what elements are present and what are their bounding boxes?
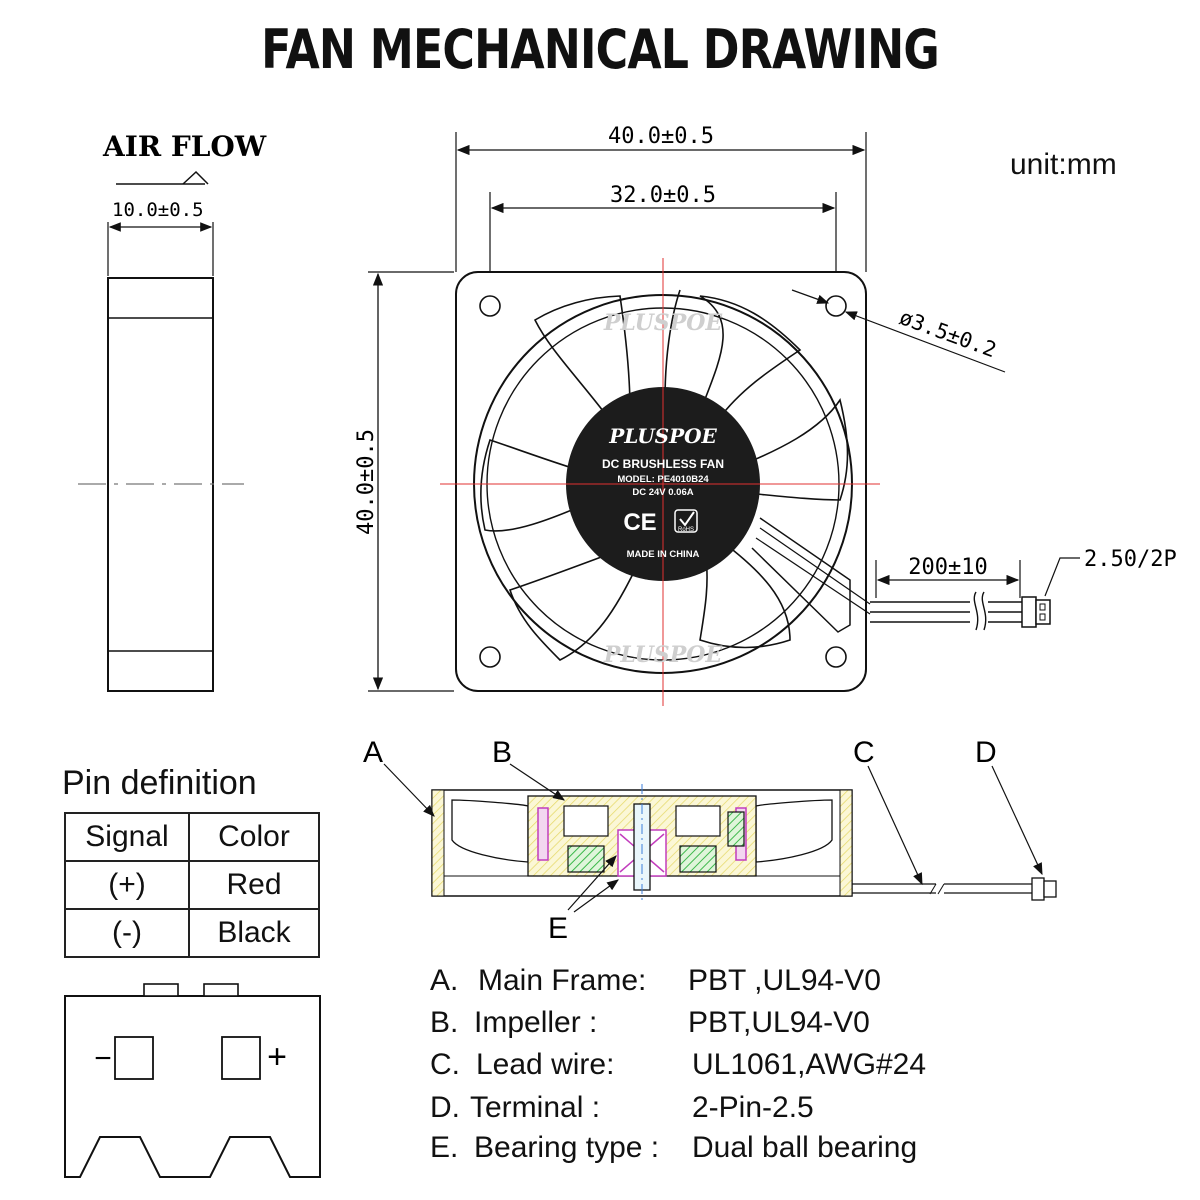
height-dimension: 40.0±0.5 — [354, 429, 379, 535]
table-header-row: Signal Color — [64, 812, 320, 862]
fan-blades — [480, 289, 849, 661]
legend-key: A. — [430, 964, 459, 997]
sticker-rating: DC 24V 0.06A — [632, 487, 693, 498]
hole-diameter-dimension: ø3.5±0.2 — [896, 305, 999, 362]
pin-plus — [221, 1036, 261, 1080]
air-flow-label: AIR FLOW — [102, 130, 267, 163]
legend-value: UL1061,AWG#24 — [692, 1048, 927, 1081]
legend-name: Impeller : — [474, 1006, 598, 1039]
air-flow-arrowhead — [182, 170, 209, 185]
thickness-dimension: 10.0±0.5 — [112, 199, 204, 221]
cable-length-dimension: 200±10 — [908, 555, 987, 580]
section-view: A B C D E — [363, 736, 1057, 945]
watermark: PLUSPOE — [603, 310, 724, 336]
callout-b: B — [492, 736, 512, 769]
callout-e: E — [548, 912, 568, 945]
legend-name: Bearing type : — [474, 1131, 660, 1164]
watermark: PLUSPOE — [603, 642, 724, 668]
color-cell: Red — [188, 860, 320, 910]
frame-section — [431, 789, 445, 897]
unit-label: unit:mm — [1010, 148, 1117, 181]
callout-c: C — [853, 736, 875, 769]
mount-hole — [825, 646, 847, 668]
legend-value: PBT ,UL94-V0 — [688, 964, 881, 997]
callout-d: D — [975, 736, 997, 769]
rohs-label: RoHS — [678, 527, 694, 533]
front-view: 40.0±0.5 32.0±0.5 40.0±0.5 — [354, 124, 1177, 706]
legend-value: PBT,UL94-V0 — [688, 1006, 870, 1039]
plus-label: + — [267, 1038, 287, 1076]
signal-cell: (-) — [64, 908, 190, 958]
pin-definition-title: Pin definition — [62, 764, 257, 802]
legend-value: 2-Pin-2.5 — [692, 1091, 814, 1124]
minus-label: − — [94, 1042, 112, 1075]
sticker-brand: PLUSPOE — [608, 424, 717, 448]
connector-spec: 2.50/2P — [1084, 547, 1177, 572]
legend-name: Lead wire: — [476, 1048, 615, 1081]
legend-key: D. — [430, 1091, 460, 1124]
page-title: FAN MECHANICAL DRAWING — [261, 18, 940, 81]
sticker-origin: MADE IN CHINA — [627, 549, 700, 560]
connector-view: − + — [64, 983, 321, 1178]
header-signal: Signal — [64, 812, 190, 862]
sticker-model: MODEL: PE4010B24 — [617, 474, 709, 485]
mount-hole — [479, 646, 501, 668]
table-row: (+) Red — [64, 860, 320, 910]
color-cell: Black — [188, 908, 320, 958]
width-dimension: 40.0±0.5 — [608, 124, 714, 149]
legend-key: B. — [430, 1006, 459, 1039]
legend-name: Terminal : — [470, 1091, 601, 1124]
ce-mark: CE — [623, 509, 656, 536]
legend-name: Main Frame: — [478, 964, 647, 997]
signal-cell: (+) — [64, 860, 190, 910]
connector-housing — [64, 995, 321, 1178]
rohs-icon — [674, 509, 698, 533]
legend-key: C. — [430, 1048, 460, 1081]
legend-value: Dual ball bearing — [692, 1131, 918, 1164]
mount-hole — [825, 295, 847, 317]
header-color: Color — [188, 812, 320, 862]
pin-definition-table: Signal Color (+) Red (-) Black — [64, 812, 320, 958]
pin-minus — [114, 1036, 154, 1080]
sticker-product: DC BRUSHLESS FAN — [602, 457, 724, 471]
mount-hole — [479, 295, 501, 317]
legend-key: E. — [430, 1131, 459, 1164]
side-view: AIR FLOW 10.0±0.5 — [78, 130, 267, 692]
hole-spacing-dimension: 32.0±0.5 — [610, 183, 716, 208]
table-row: (-) Black — [64, 908, 320, 958]
callout-a: A — [363, 736, 383, 769]
